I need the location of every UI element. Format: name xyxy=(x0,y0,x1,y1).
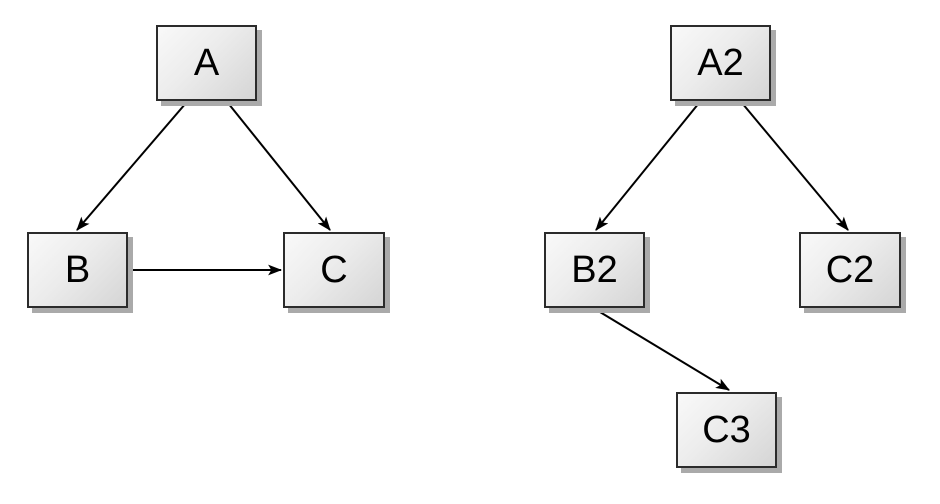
node-B2[interactable]: B2 xyxy=(544,232,645,308)
node-C[interactable]: C xyxy=(283,232,385,308)
node-label: B xyxy=(64,249,91,291)
node-label: A2 xyxy=(697,42,744,84)
node-B[interactable]: B xyxy=(27,232,128,308)
node-label: C3 xyxy=(702,409,751,451)
node-label: A xyxy=(193,42,220,84)
node-C3[interactable]: C3 xyxy=(676,392,777,468)
node-A[interactable]: A xyxy=(156,25,257,101)
edge-B2-C3 xyxy=(594,308,730,391)
node-C2[interactable]: C2 xyxy=(799,232,901,308)
node-label: C xyxy=(320,249,348,291)
edge-A-B xyxy=(76,102,187,231)
edge-A2-C2 xyxy=(741,102,849,231)
node-A2[interactable]: A2 xyxy=(670,25,771,101)
edge-A-C xyxy=(227,102,331,231)
node-label: C2 xyxy=(825,249,875,291)
edge-A2-B2 xyxy=(595,102,700,231)
node-label: B2 xyxy=(571,249,618,291)
